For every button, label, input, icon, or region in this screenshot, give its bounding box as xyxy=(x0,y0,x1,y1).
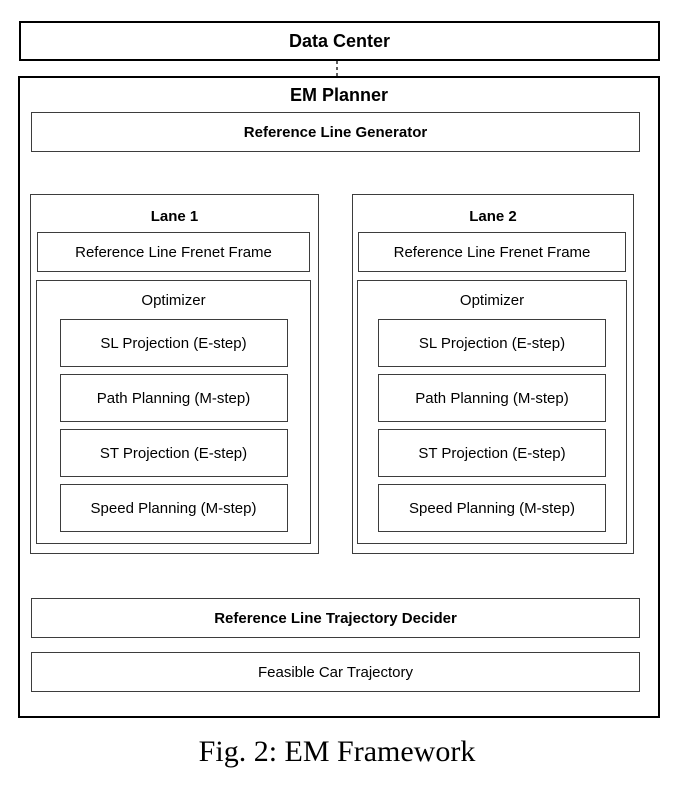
lane-2-path-planning-box: Path Planning (M-step) xyxy=(378,374,606,422)
frenet-frame-label: Reference Line Frenet Frame xyxy=(75,243,272,261)
lane-1-title: Lane 1 xyxy=(150,208,199,225)
lane-1-optimizer-box: Optimizer SL Projection (E-step) Path Pl… xyxy=(36,280,311,544)
step-label: ST Projection (E-step) xyxy=(99,444,248,462)
trajectory-decider-box: Reference Line Trajectory Decider xyxy=(31,598,640,638)
em-planner-title: EM Planner xyxy=(289,85,389,105)
feasible-trajectory-box: Feasible Car Trajectory xyxy=(31,652,640,692)
reference-line-generator-label: Reference Line Generator xyxy=(243,123,428,141)
trajectory-decider-label: Reference Line Trajectory Decider xyxy=(214,609,457,627)
lane-2-title: Lane 2 xyxy=(469,208,517,225)
lane-2-optimizer-box: Optimizer SL Projection (E-step) Path Pl… xyxy=(357,280,627,544)
step-label: Path Planning (M-step) xyxy=(96,389,251,407)
data-center-label: Data Center xyxy=(288,30,391,51)
feasible-trajectory-label: Feasible Car Trajectory xyxy=(257,663,414,681)
lane-2-st-projection-box: ST Projection (E-step) xyxy=(378,429,606,477)
lane-1-frenet-frame-box: Reference Line Frenet Frame xyxy=(37,232,310,272)
lane-1-speed-planning-box: Speed Planning (M-step) xyxy=(59,484,288,532)
reference-line-generator-box: Reference Line Generator xyxy=(31,112,640,152)
lane-2-frenet-frame-box: Reference Line Frenet Frame xyxy=(358,232,626,272)
step-label: SL Projection (E-step) xyxy=(418,334,566,352)
data-center-box: Data Center xyxy=(19,21,660,61)
lane-2-speed-planning-box: Speed Planning (M-step) xyxy=(378,484,606,532)
step-label: Path Planning (M-step) xyxy=(415,389,569,407)
frenet-frame-label: Reference Line Frenet Frame xyxy=(393,243,591,261)
lane-1-box: Lane 1 Reference Line Frenet Frame Optim… xyxy=(30,194,319,554)
step-label: Speed Planning (M-step) xyxy=(90,499,257,517)
figure-caption: Fig. 2: EM Framework xyxy=(198,735,476,768)
lane-1-path-planning-box: Path Planning (M-step) xyxy=(59,374,288,422)
lane-2-sl-projection-box: SL Projection (E-step) xyxy=(378,319,606,367)
optimizer-title: Optimizer xyxy=(459,292,525,309)
lane-1-st-projection-box: ST Projection (E-step) xyxy=(59,429,288,477)
lane-2-box: Lane 2 Reference Line Frenet Frame Optim… xyxy=(352,194,634,554)
lane-1-sl-projection-box: SL Projection (E-step) xyxy=(59,319,288,367)
step-label: ST Projection (E-step) xyxy=(418,444,566,462)
optimizer-title: Optimizer xyxy=(141,292,206,309)
em-planner-box: EM Planner Reference Line Generator Lane… xyxy=(18,76,660,718)
step-label: SL Projection (E-step) xyxy=(100,334,247,352)
step-label: Speed Planning (M-step) xyxy=(409,499,575,517)
